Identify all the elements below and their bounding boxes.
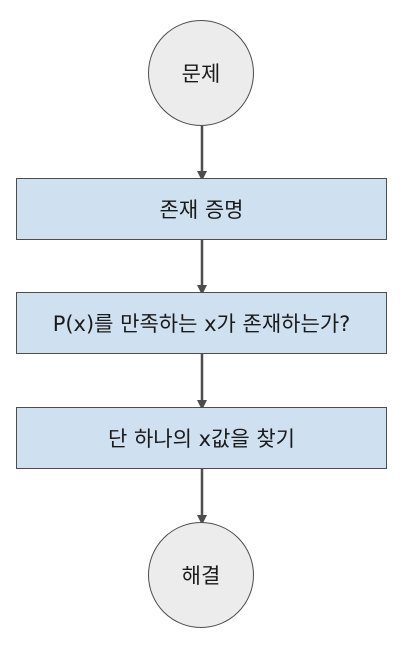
step-exists-x-question: P(x)를 만족하는 x가 존재하는가? (16, 292, 387, 354)
start-node-label: 문제 (181, 62, 221, 86)
step-find-unique-x: 단 하나의 x값을 찾기 (16, 407, 387, 469)
end-node-label: 해결 (181, 564, 221, 588)
step-3-label: 단 하나의 x값을 찾기 (107, 427, 295, 451)
end-node: 해결 (148, 522, 254, 628)
step-2-label: P(x)를 만족하는 x가 존재하는가? (52, 312, 351, 336)
step-1-label: 존재 증명 (159, 198, 244, 222)
step-existence-proof: 존재 증명 (16, 178, 387, 240)
start-node: 문제 (148, 20, 254, 126)
